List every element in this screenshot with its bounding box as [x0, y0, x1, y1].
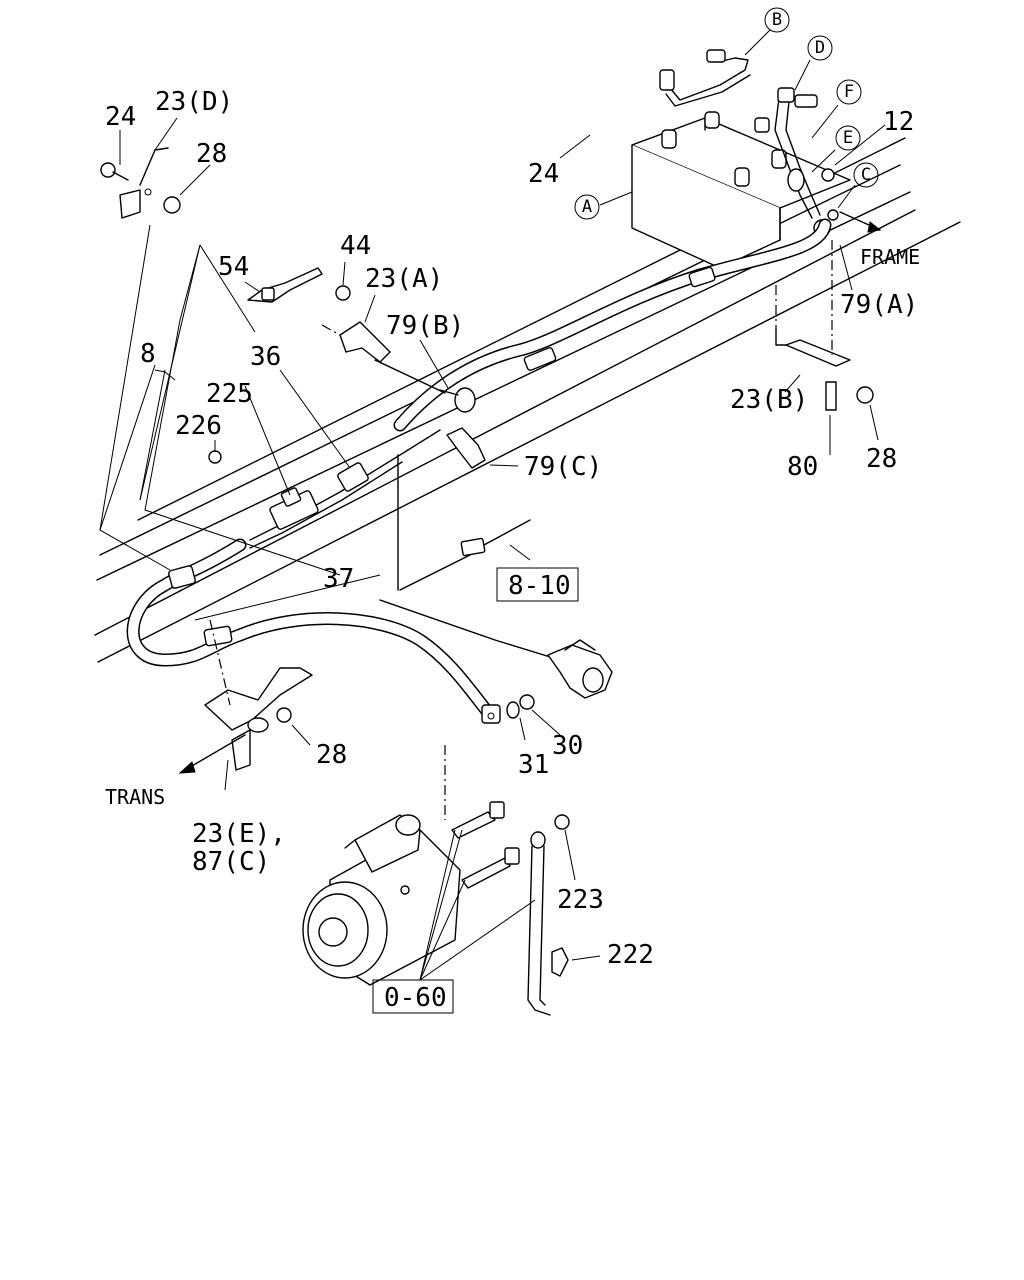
- circle-label-a: A: [574, 194, 600, 220]
- label-223: 223: [557, 885, 604, 915]
- label-79b: 79(B): [386, 311, 464, 341]
- label-226: 226: [175, 411, 222, 441]
- circle-label-c-text: C: [861, 165, 871, 185]
- bracket-23d: [100, 147, 181, 219]
- ref-box-8-10: [496, 567, 579, 602]
- label-54: 54: [218, 252, 249, 282]
- nut-44: [335, 285, 351, 301]
- cable-37-sensor: [379, 599, 613, 699]
- left-loop-cable: [126, 538, 501, 724]
- nut-226: [208, 450, 222, 464]
- circle-label-e-text: E: [843, 128, 853, 148]
- washer-31: [506, 701, 520, 719]
- connector-8-10: [397, 454, 531, 591]
- starter-fasteners: [444, 745, 520, 889]
- label-8: 8: [140, 339, 156, 369]
- nut-30: [519, 694, 535, 710]
- label-28-topleft: 28: [196, 139, 227, 169]
- label-44: 44: [340, 231, 371, 261]
- trans-arrow: [178, 734, 246, 774]
- leader-lines: [99, 29, 886, 981]
- label-ref-0-60: 0-60: [384, 983, 447, 1013]
- part-labels: 24 23(D) 28 24 12 FRAME 79(A) 54 44 23(A…: [105, 87, 920, 1013]
- label-trans: TRANS: [105, 785, 165, 809]
- circle-label-b: B: [764, 7, 790, 33]
- circle-label-a-text: A: [582, 197, 592, 217]
- label-28-right: 28: [866, 444, 897, 474]
- circle-label-c: C: [853, 162, 879, 188]
- circle-label-f: F: [836, 79, 862, 105]
- ref-box-0-60: [372, 979, 454, 1014]
- label-frame: FRAME: [860, 245, 920, 269]
- label-37: 37: [323, 564, 354, 594]
- bracket-23a: [321, 321, 446, 394]
- starter-motor: [302, 814, 461, 986]
- label-12: 12: [883, 107, 914, 137]
- clamp-79c: [446, 427, 486, 469]
- label-30: 30: [552, 731, 583, 761]
- label-24-topleft: 24: [105, 102, 136, 132]
- label-222: 222: [607, 940, 654, 970]
- label-79c: 79(C): [524, 452, 602, 482]
- circle-label-d: D: [807, 35, 833, 61]
- clamp-79b: [439, 387, 476, 413]
- label-23e: 23(E),: [192, 819, 286, 849]
- circle-label-b-text: B: [772, 10, 782, 30]
- bracket-23b: [775, 240, 874, 411]
- frame-arrow: [839, 211, 882, 233]
- label-31: 31: [518, 750, 549, 780]
- label-28-lower: 28: [316, 740, 347, 770]
- label-36: 36: [250, 342, 281, 372]
- circle-label-e: E: [835, 125, 861, 151]
- label-225: 225: [206, 379, 253, 409]
- label-87c: 87(C): [192, 847, 270, 877]
- label-23d: 23(D): [155, 87, 233, 117]
- wiring-harness: [249, 429, 441, 549]
- label-23a: 23(A): [365, 264, 443, 294]
- clip-54: [247, 267, 323, 303]
- main-battery-cable: [393, 218, 832, 432]
- label-ref-8-10: 8-10: [508, 571, 571, 601]
- circle-label-d-text: D: [815, 38, 825, 58]
- label-24-top: 24: [528, 159, 559, 189]
- bracket-23e: [204, 619, 313, 771]
- label-23b: 23(B): [730, 385, 808, 415]
- label-80: 80: [787, 452, 818, 482]
- circle-label-f-text: F: [844, 82, 854, 102]
- label-79a: 79(A): [840, 290, 918, 320]
- ground-cable: [527, 814, 570, 1016]
